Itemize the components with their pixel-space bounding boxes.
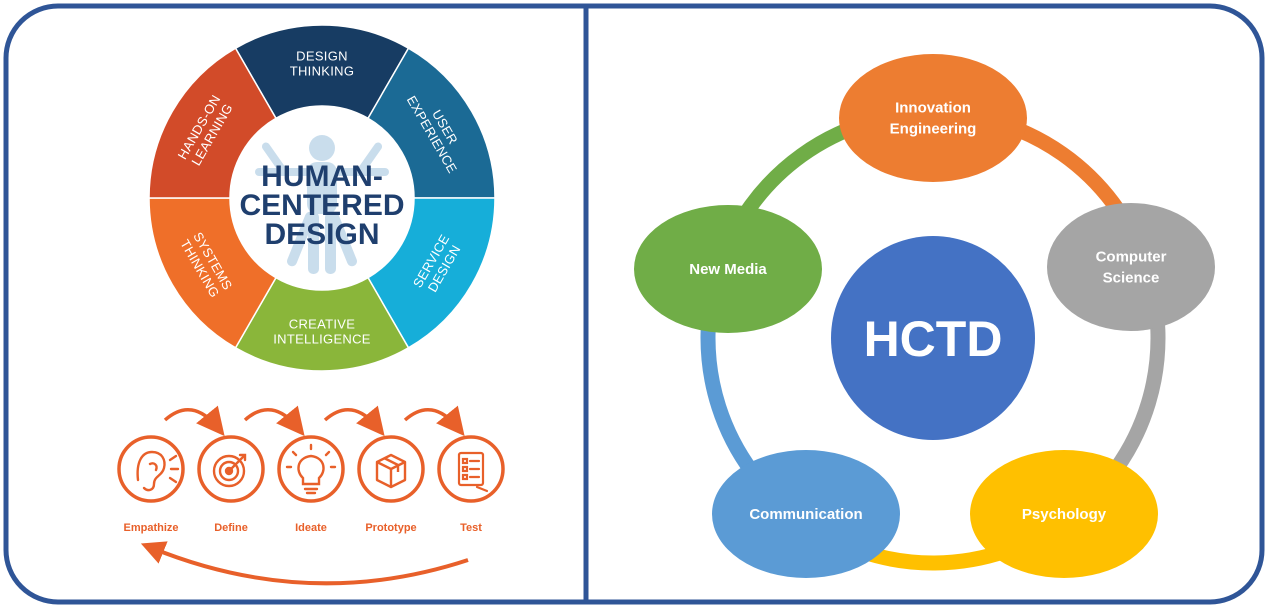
step-label-empathize: Empathize [123,522,178,534]
ear-icon [136,450,180,492]
iterate-return-arrow [140,541,469,586]
forward-arrow-2 [243,405,305,437]
node-psychology [970,450,1158,578]
node-label-new-media: New Media [689,261,767,278]
lightbulb-icon [285,443,337,495]
hctd-hub [831,236,1035,440]
forward-arrow-1 [163,405,225,437]
step-circle-ideate [277,435,345,503]
step-label-test: Test [460,522,482,534]
center-line-1: HUMAN- [261,160,383,193]
node-communication [712,450,900,578]
checklist-icon [457,451,489,493]
node-label-psychology: Psychology [1022,506,1107,523]
design-thinking-process: Empathize Define Ideate Prototype Test [117,405,505,586]
step-circle-define [197,435,265,503]
step-circle-test [437,435,505,503]
forward-arrow-3 [323,405,385,437]
step-circle-prototype [357,435,425,503]
step-circle-empathize [117,435,185,503]
center-line-2: CENTERED [239,189,404,222]
hctd-hub-label: HCTD [864,311,1003,367]
target-icon [212,453,247,488]
node-innovation-engineering [839,54,1027,182]
step-label-define: Define [214,522,248,534]
node-computer-science [1047,203,1215,331]
node-label-communication: Communication [749,506,862,523]
human-figure-icon [255,135,389,274]
node-new-media [634,205,822,333]
step-label-ideate: Ideate [295,522,327,534]
step-label-prototype: Prototype [365,522,416,534]
center-line-3: DESIGN [264,218,379,251]
box-icon [375,453,407,489]
forward-arrow-4 [403,405,465,437]
